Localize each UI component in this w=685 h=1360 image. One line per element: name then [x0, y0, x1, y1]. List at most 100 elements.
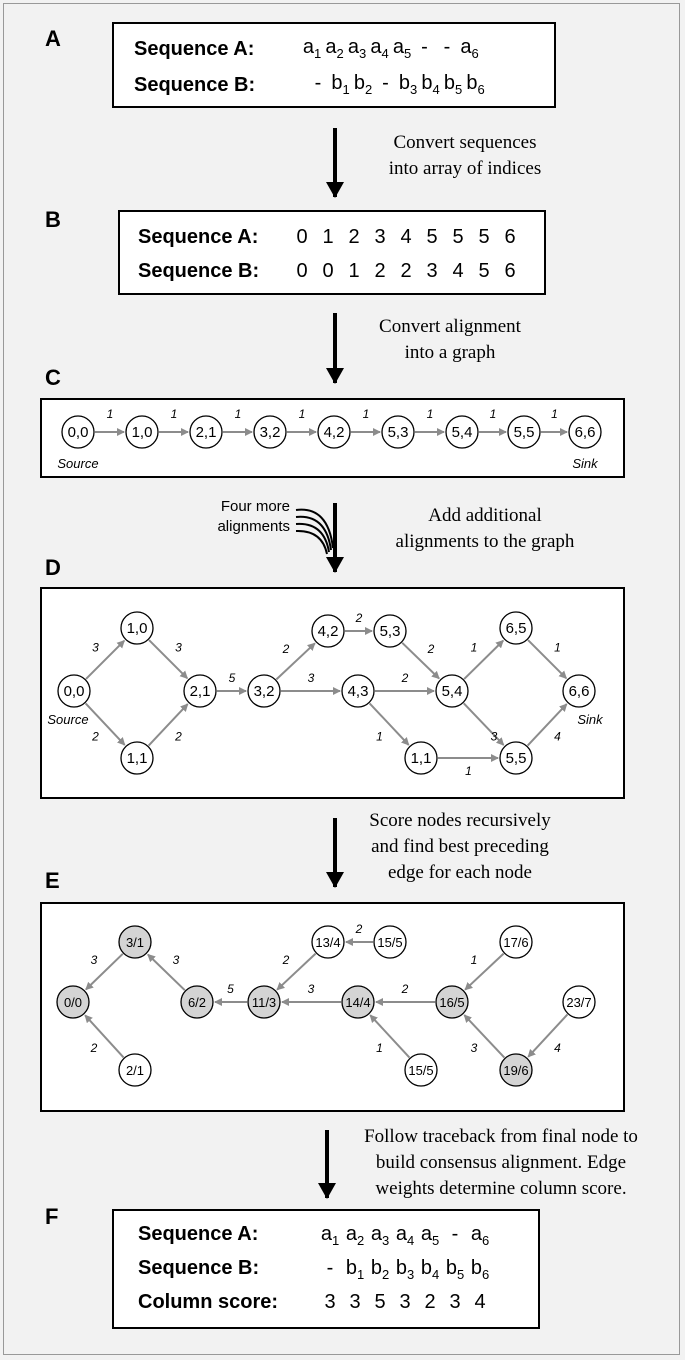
edge-d-e42_53: 2 [345, 611, 373, 635]
panel-label-a: A [45, 26, 61, 51]
edge-weight: 3 [471, 1041, 478, 1055]
edge-weight: 2 [427, 642, 435, 656]
node-e-m165: 16/5 [435, 985, 469, 1019]
edge-weight: 1 [171, 407, 178, 421]
node-d-n54: 5,4 [435, 674, 469, 708]
alignment-cell: b6 [466, 72, 485, 97]
node-d-n53: 5,3 [373, 614, 407, 648]
edge-weight: 1 [471, 953, 478, 967]
alignment-cell: 1 [348, 260, 360, 282]
column-score-label: Column score: [138, 1291, 279, 1313]
edge-weight: 1 [376, 1041, 383, 1055]
node-label: 6/2 [188, 995, 206, 1010]
node-e-m237: 23/7 [562, 985, 596, 1019]
node-e-m196: 19/6 [499, 1053, 533, 1087]
node-label: 6,6 [569, 683, 590, 700]
edge-weight: 2 [90, 1041, 98, 1055]
edge-weight: 3 [491, 730, 498, 744]
node-label: 23/7 [566, 995, 591, 1010]
alignment-cell: 3 [449, 1291, 461, 1313]
node-label: 5,5 [514, 424, 535, 441]
edge-weight: 2 [282, 953, 290, 967]
caption-line: into a graph [404, 342, 496, 363]
caption-line: Score nodes recursively [369, 810, 551, 831]
alignment-cell: 1 [322, 226, 334, 248]
caption-line: Four more [220, 498, 290, 515]
node-label: 2,1 [196, 424, 217, 441]
alignment-cell: b3 [395, 1257, 415, 1282]
node-label: 2,1 [190, 683, 211, 700]
alignment-cell: b5 [443, 72, 463, 97]
node-label: 4,2 [324, 424, 345, 441]
alignment-cell: 3 [426, 260, 438, 282]
node-d-n21: 2,1 [183, 674, 217, 708]
alignment-cell: b3 [398, 72, 418, 97]
alignment-cell: 6 [504, 226, 516, 248]
edge-weight: 2 [355, 611, 363, 625]
alignment-cell: 5 [478, 226, 490, 248]
alignment-cell: 2 [424, 1291, 436, 1313]
alignment-cell: a2 [345, 1223, 365, 1248]
edge-e-f21_00: 2 [84, 1014, 125, 1059]
node-d-n55: 5,5 [499, 741, 533, 775]
edge-e-f113_62: 5 [214, 982, 247, 1006]
edge-weight: 1 [107, 407, 114, 421]
alignment-cell: b5 [445, 1257, 465, 1282]
caption-four-more: Four more alignments [190, 497, 290, 537]
alignment-cell: a5 [392, 36, 412, 61]
caption-line: Add additional [428, 505, 542, 526]
alignment-cell: b2 [370, 1257, 390, 1282]
edge-weight: 1 [299, 407, 306, 421]
alignment-cell: b4 [421, 72, 440, 97]
edge-weight: 3 [308, 671, 315, 685]
alignment-cell: - [421, 36, 428, 58]
caption-score-nodes: Score nodes recursively and find best pr… [350, 808, 570, 886]
edge-d-e10_21: 3 [148, 639, 188, 679]
alignment-cell: 2 [348, 226, 360, 248]
edge-e-f155a_134: 2 [345, 922, 373, 946]
panel-label-b: B [45, 207, 61, 232]
edge-d-e53_54: 2 [401, 642, 440, 680]
alignment-cell: 2 [400, 260, 412, 282]
panel-label-d: D [45, 555, 61, 580]
edge-d-e54_65: 1 [463, 639, 504, 680]
alignment-cell: 3 [349, 1291, 361, 1313]
edge-c-3: 1 [287, 407, 317, 436]
node-label: 5,4 [452, 424, 473, 441]
node-label: 3,2 [254, 683, 275, 700]
flow-arrow-c-d [295, 503, 344, 573]
panel-label-c: C [45, 365, 61, 390]
edge-e-f176_165: 1 [464, 952, 505, 991]
edge-weight: 3 [173, 953, 180, 967]
node-d-n32: 3,2 [247, 674, 281, 708]
node-c-3-2: 3,2 [253, 415, 287, 449]
alignment-cell: a2 [325, 36, 344, 61]
caption-line: and find best preceding [371, 836, 549, 857]
node-label: 6,6 [575, 424, 596, 441]
node-label: 1,0 [132, 424, 153, 441]
edge-weight: 2 [401, 671, 409, 685]
node-label: 1,1 [411, 750, 432, 767]
edge-weight: 1 [376, 730, 383, 744]
node-c-1-0: 1,0 [125, 415, 159, 449]
node-d-n00: 0,0 [57, 674, 91, 708]
node-label: 16/5 [439, 995, 464, 1010]
edge-d-e00_11: 2 [84, 702, 126, 746]
edge-weight: 3 [175, 641, 182, 655]
caption-add-alignments: Add additional alignments to the graph [370, 503, 600, 555]
caption-line: Follow traceback from final node to [364, 1126, 638, 1147]
edge-d-e43_54: 2 [375, 671, 435, 695]
node-e-m134: 13/4 [311, 925, 345, 959]
alignment-cell: 5 [478, 260, 490, 282]
node-label: 14/4 [345, 995, 370, 1010]
edge-c-4: 1 [351, 407, 381, 436]
edge-c-1: 1 [159, 407, 189, 436]
node-c-6-6: 6,6 [568, 415, 602, 449]
edge-weight: 1 [551, 407, 558, 421]
edge-e-f155b_144: 1 [369, 1014, 411, 1059]
sink-label: Sink [577, 712, 604, 727]
node-e-m31: 3/1 [118, 925, 152, 959]
panel-f-box: Sequence A: Sequence B: Column score: a1… [112, 1209, 540, 1329]
